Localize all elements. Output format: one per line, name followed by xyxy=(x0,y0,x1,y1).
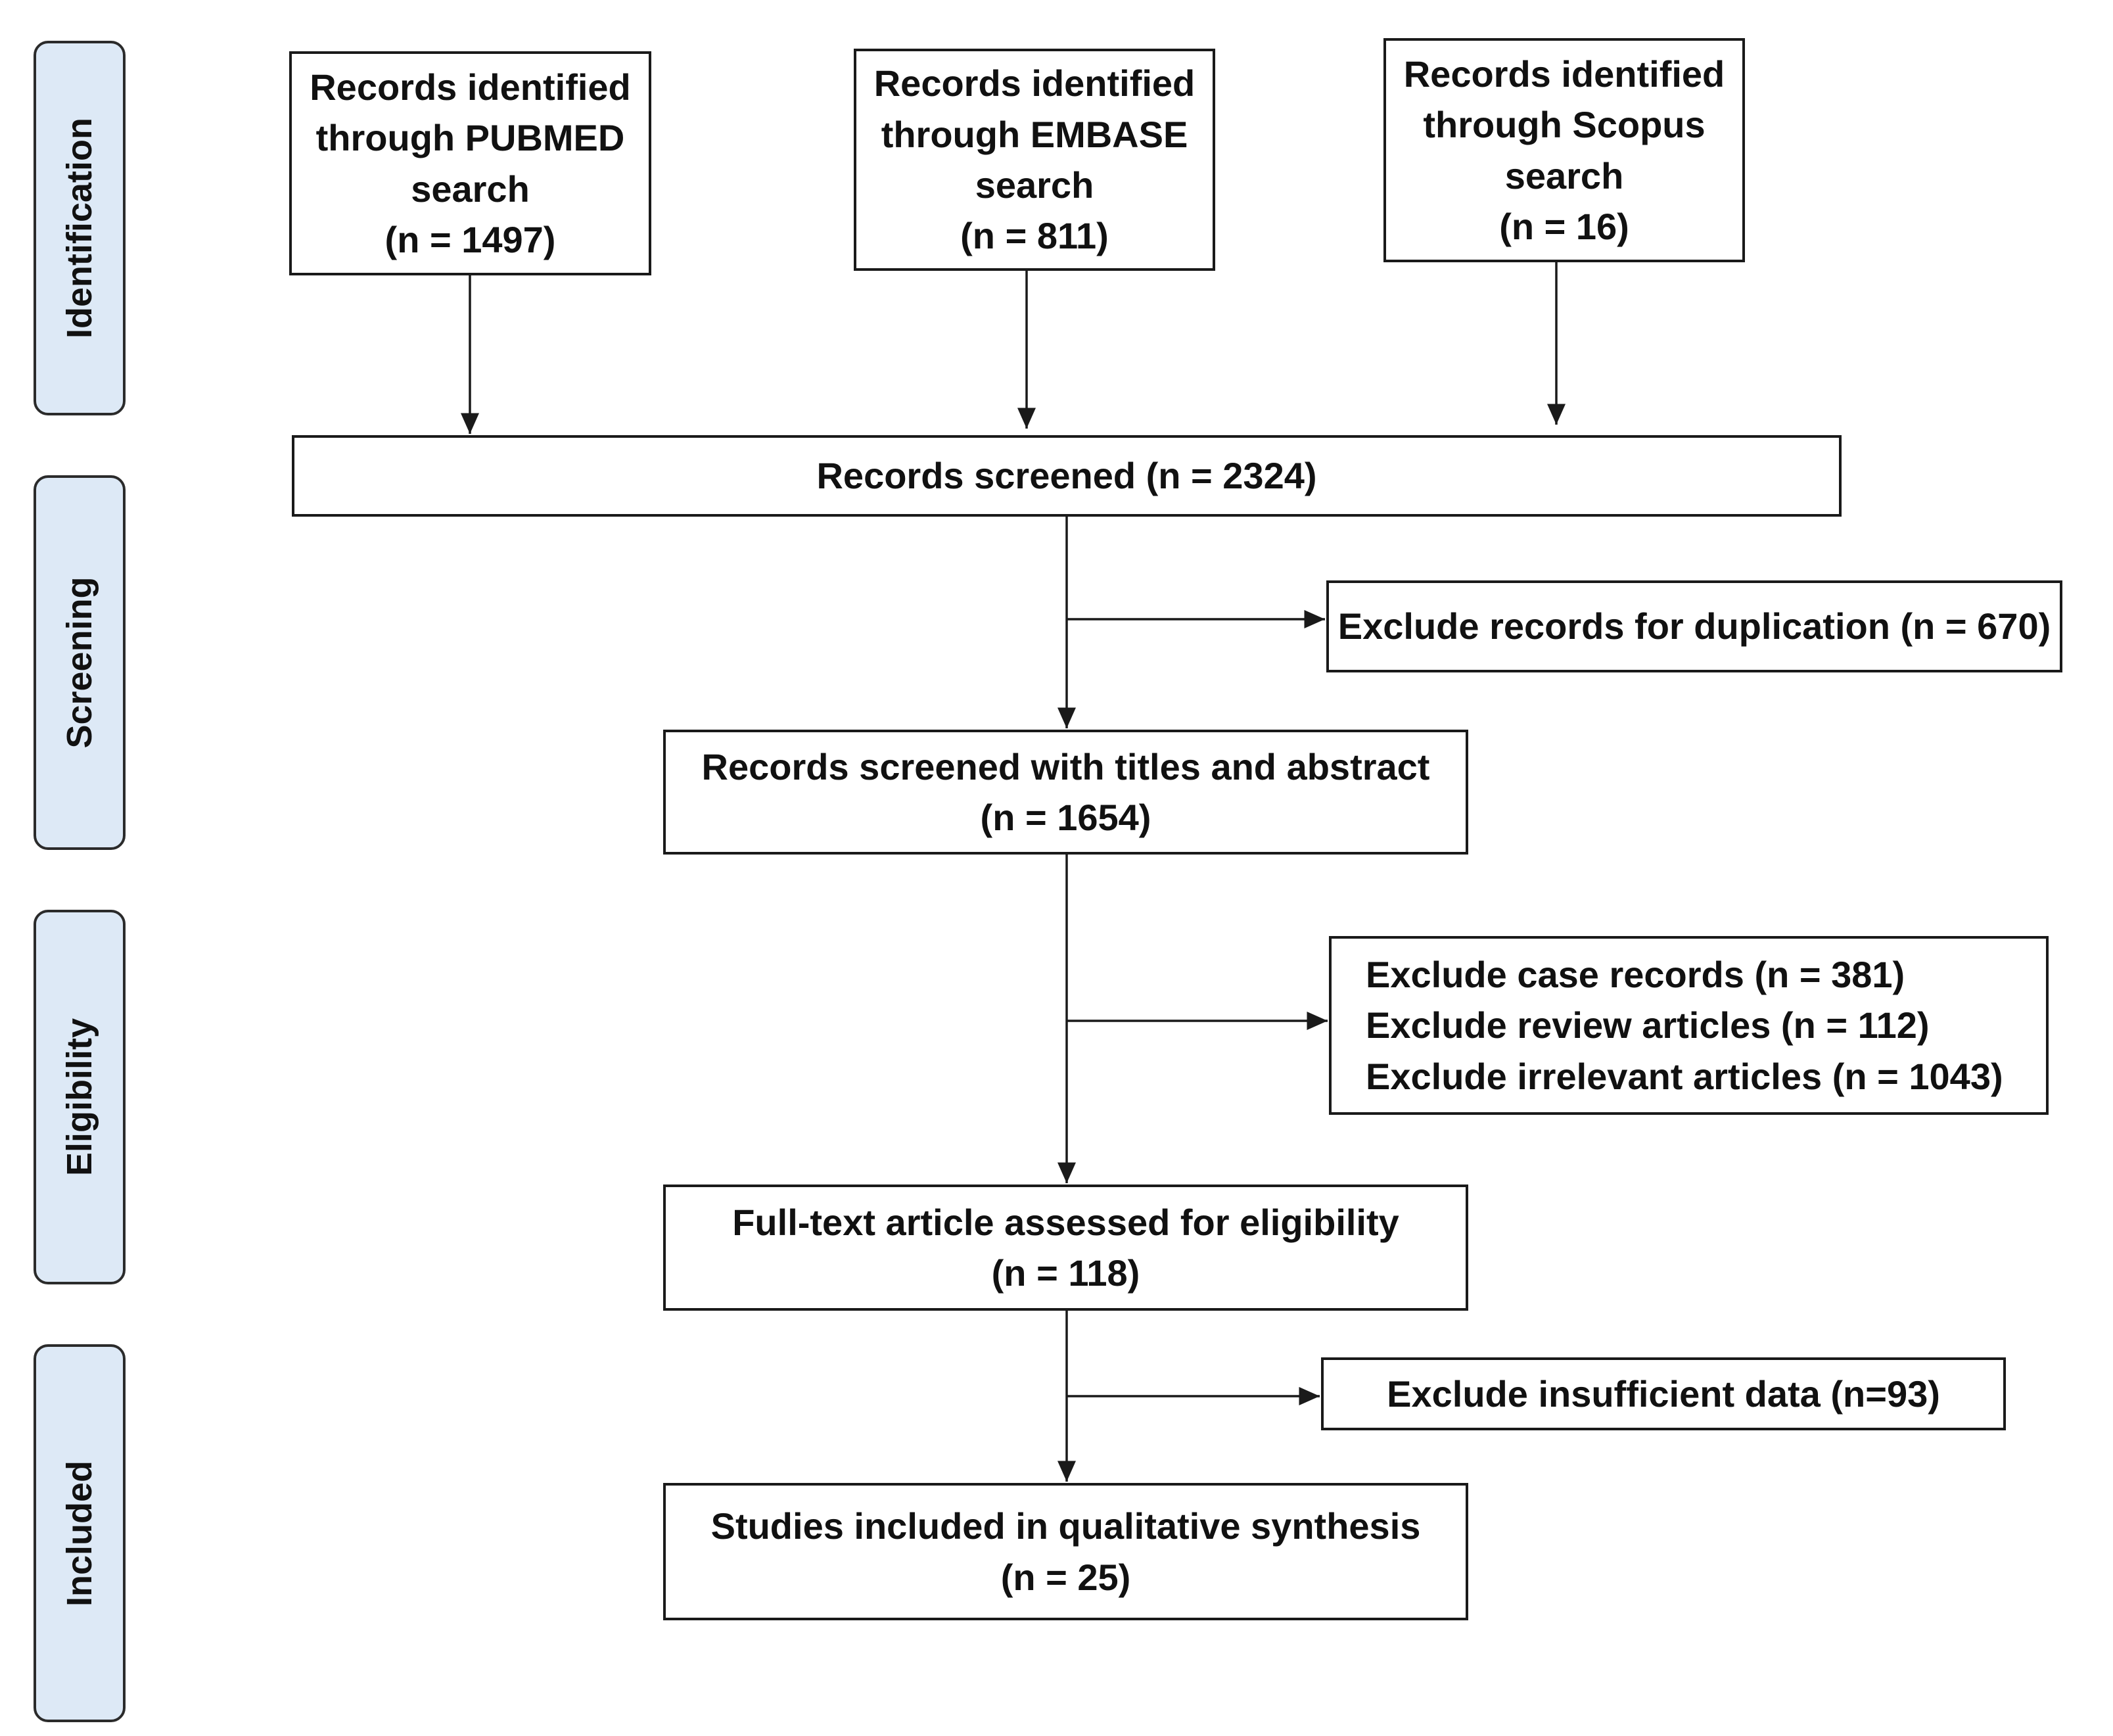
box-scopus-records: Records identified through Scopus search… xyxy=(1383,38,1745,262)
box-studies-included: Studies included in qualitative synthesi… xyxy=(663,1483,1468,1620)
stage-included: Included xyxy=(34,1344,126,1722)
stage-identification: Identification xyxy=(34,41,126,415)
box-fulltext-assessed: Full-text article assessed for eligibili… xyxy=(663,1185,1468,1311)
box-records-screened: Records screened (n = 2324) xyxy=(292,435,1842,517)
box-eligibility-exclusions: Exclude case records (n = 381) Exclude r… xyxy=(1329,936,2049,1115)
stage-screening: Screening xyxy=(34,475,126,850)
box-exclude-insufficient: Exclude insufficient data (n=93) xyxy=(1321,1357,2006,1430)
box-titles-abstract: Records screened with titles and abstrac… xyxy=(663,730,1468,855)
box-exclude-duplication: Exclude records for duplication (n = 670… xyxy=(1326,580,2062,672)
box-pubmed-records: Records identified through PUBMED search… xyxy=(289,51,651,275)
box-embase-records: Records identified through EMBASE search… xyxy=(854,49,1215,271)
stage-eligibility: Eligibility xyxy=(34,910,126,1284)
